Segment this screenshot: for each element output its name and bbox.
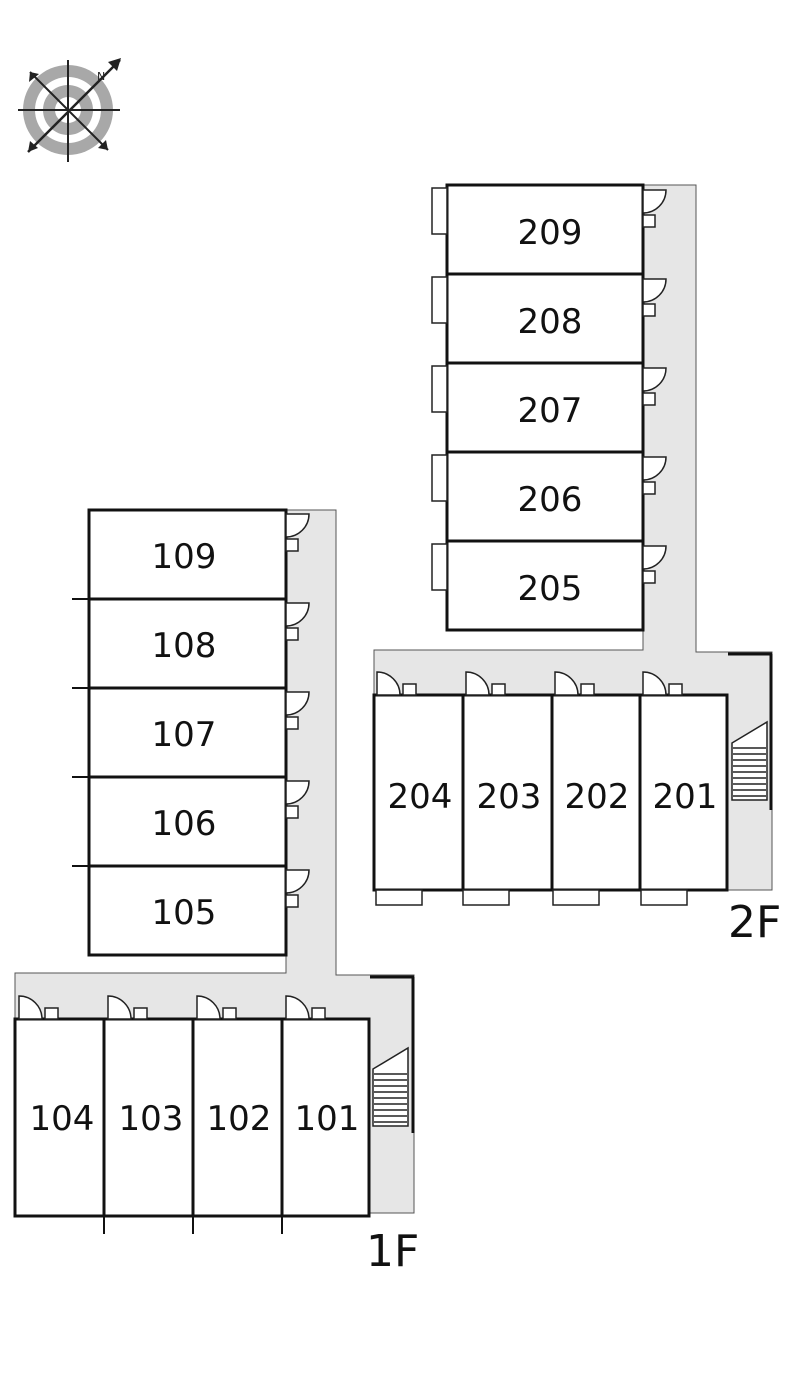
floor-2f: 209 208 207 206 205 [372, 183, 781, 948]
wing-units-2f: 209 208 207 206 205 [431, 183, 667, 632]
unit-label: 105 [152, 893, 217, 933]
unit-label: 204 [388, 777, 453, 817]
unit-109 [87, 508, 288, 601]
unit-205 [445, 539, 645, 632]
door-icon [376, 671, 417, 696]
unit-label: 106 [152, 804, 217, 844]
door-icon [285, 602, 310, 641]
door-icon [465, 671, 506, 696]
balcony-icon [431, 543, 448, 591]
balcony-icon [552, 889, 600, 906]
row-units-2f: 204 203 202 201 [372, 671, 729, 906]
door-icon [642, 189, 667, 228]
floor-label-2f: 2F [728, 897, 781, 948]
unit-202 [550, 693, 642, 892]
unit-label: 108 [152, 626, 217, 666]
unit-103 [102, 1017, 195, 1218]
door-icon [642, 278, 667, 317]
door-icon [107, 995, 148, 1020]
door-icon [642, 367, 667, 406]
unit-105 [87, 864, 288, 957]
row-units-1f: 104 103 102 101 [13, 995, 371, 1234]
unit-104 [13, 1017, 106, 1218]
unit-label: 205 [518, 569, 583, 609]
compass-icon: N [18, 58, 121, 162]
unit-label: 101 [295, 1099, 360, 1139]
door-icon [196, 995, 237, 1020]
balcony-icon [640, 889, 688, 906]
unit-label: 201 [653, 777, 718, 817]
floor-label-1f: 1F [366, 1226, 419, 1277]
unit-203 [461, 693, 554, 892]
door-icon [554, 671, 595, 696]
door-icon [18, 995, 59, 1020]
balcony-icon [462, 889, 510, 906]
door-icon [285, 513, 310, 552]
unit-label: 202 [565, 777, 630, 817]
unit-label: 203 [477, 777, 542, 817]
unit-label: 102 [207, 1099, 272, 1139]
door-icon [642, 545, 667, 584]
floor-1f: 109 108 107 106 105 [13, 508, 419, 1277]
unit-label: 209 [518, 213, 583, 253]
unit-101 [280, 1017, 371, 1218]
door-icon [285, 995, 326, 1020]
balcony-icon [431, 187, 448, 235]
unit-label: 109 [152, 537, 217, 577]
unit-201 [638, 693, 729, 892]
unit-label: 206 [518, 480, 583, 520]
door-icon [642, 456, 667, 495]
unit-label: 207 [518, 391, 583, 431]
unit-102 [191, 1017, 284, 1218]
unit-107 [87, 686, 288, 779]
stairs-icon [728, 652, 773, 810]
unit-108 [87, 597, 288, 690]
unit-label: 104 [30, 1099, 95, 1139]
unit-106 [87, 775, 288, 868]
wing-units-1f: 109 108 107 106 105 [72, 508, 310, 957]
door-icon [285, 691, 310, 730]
unit-label: 103 [119, 1099, 184, 1139]
unit-label: 107 [152, 715, 217, 755]
unit-label: 208 [518, 302, 583, 342]
stairs-icon [370, 975, 415, 1133]
door-icon [642, 671, 683, 696]
unit-206 [445, 450, 645, 543]
door-icon [285, 780, 310, 819]
compass-north-marker: N [97, 70, 105, 83]
balcony-icon [375, 889, 423, 906]
door-icon [285, 869, 310, 908]
balcony-icon [431, 276, 448, 324]
balcony-icon [431, 365, 448, 413]
balcony-icon [431, 454, 448, 502]
